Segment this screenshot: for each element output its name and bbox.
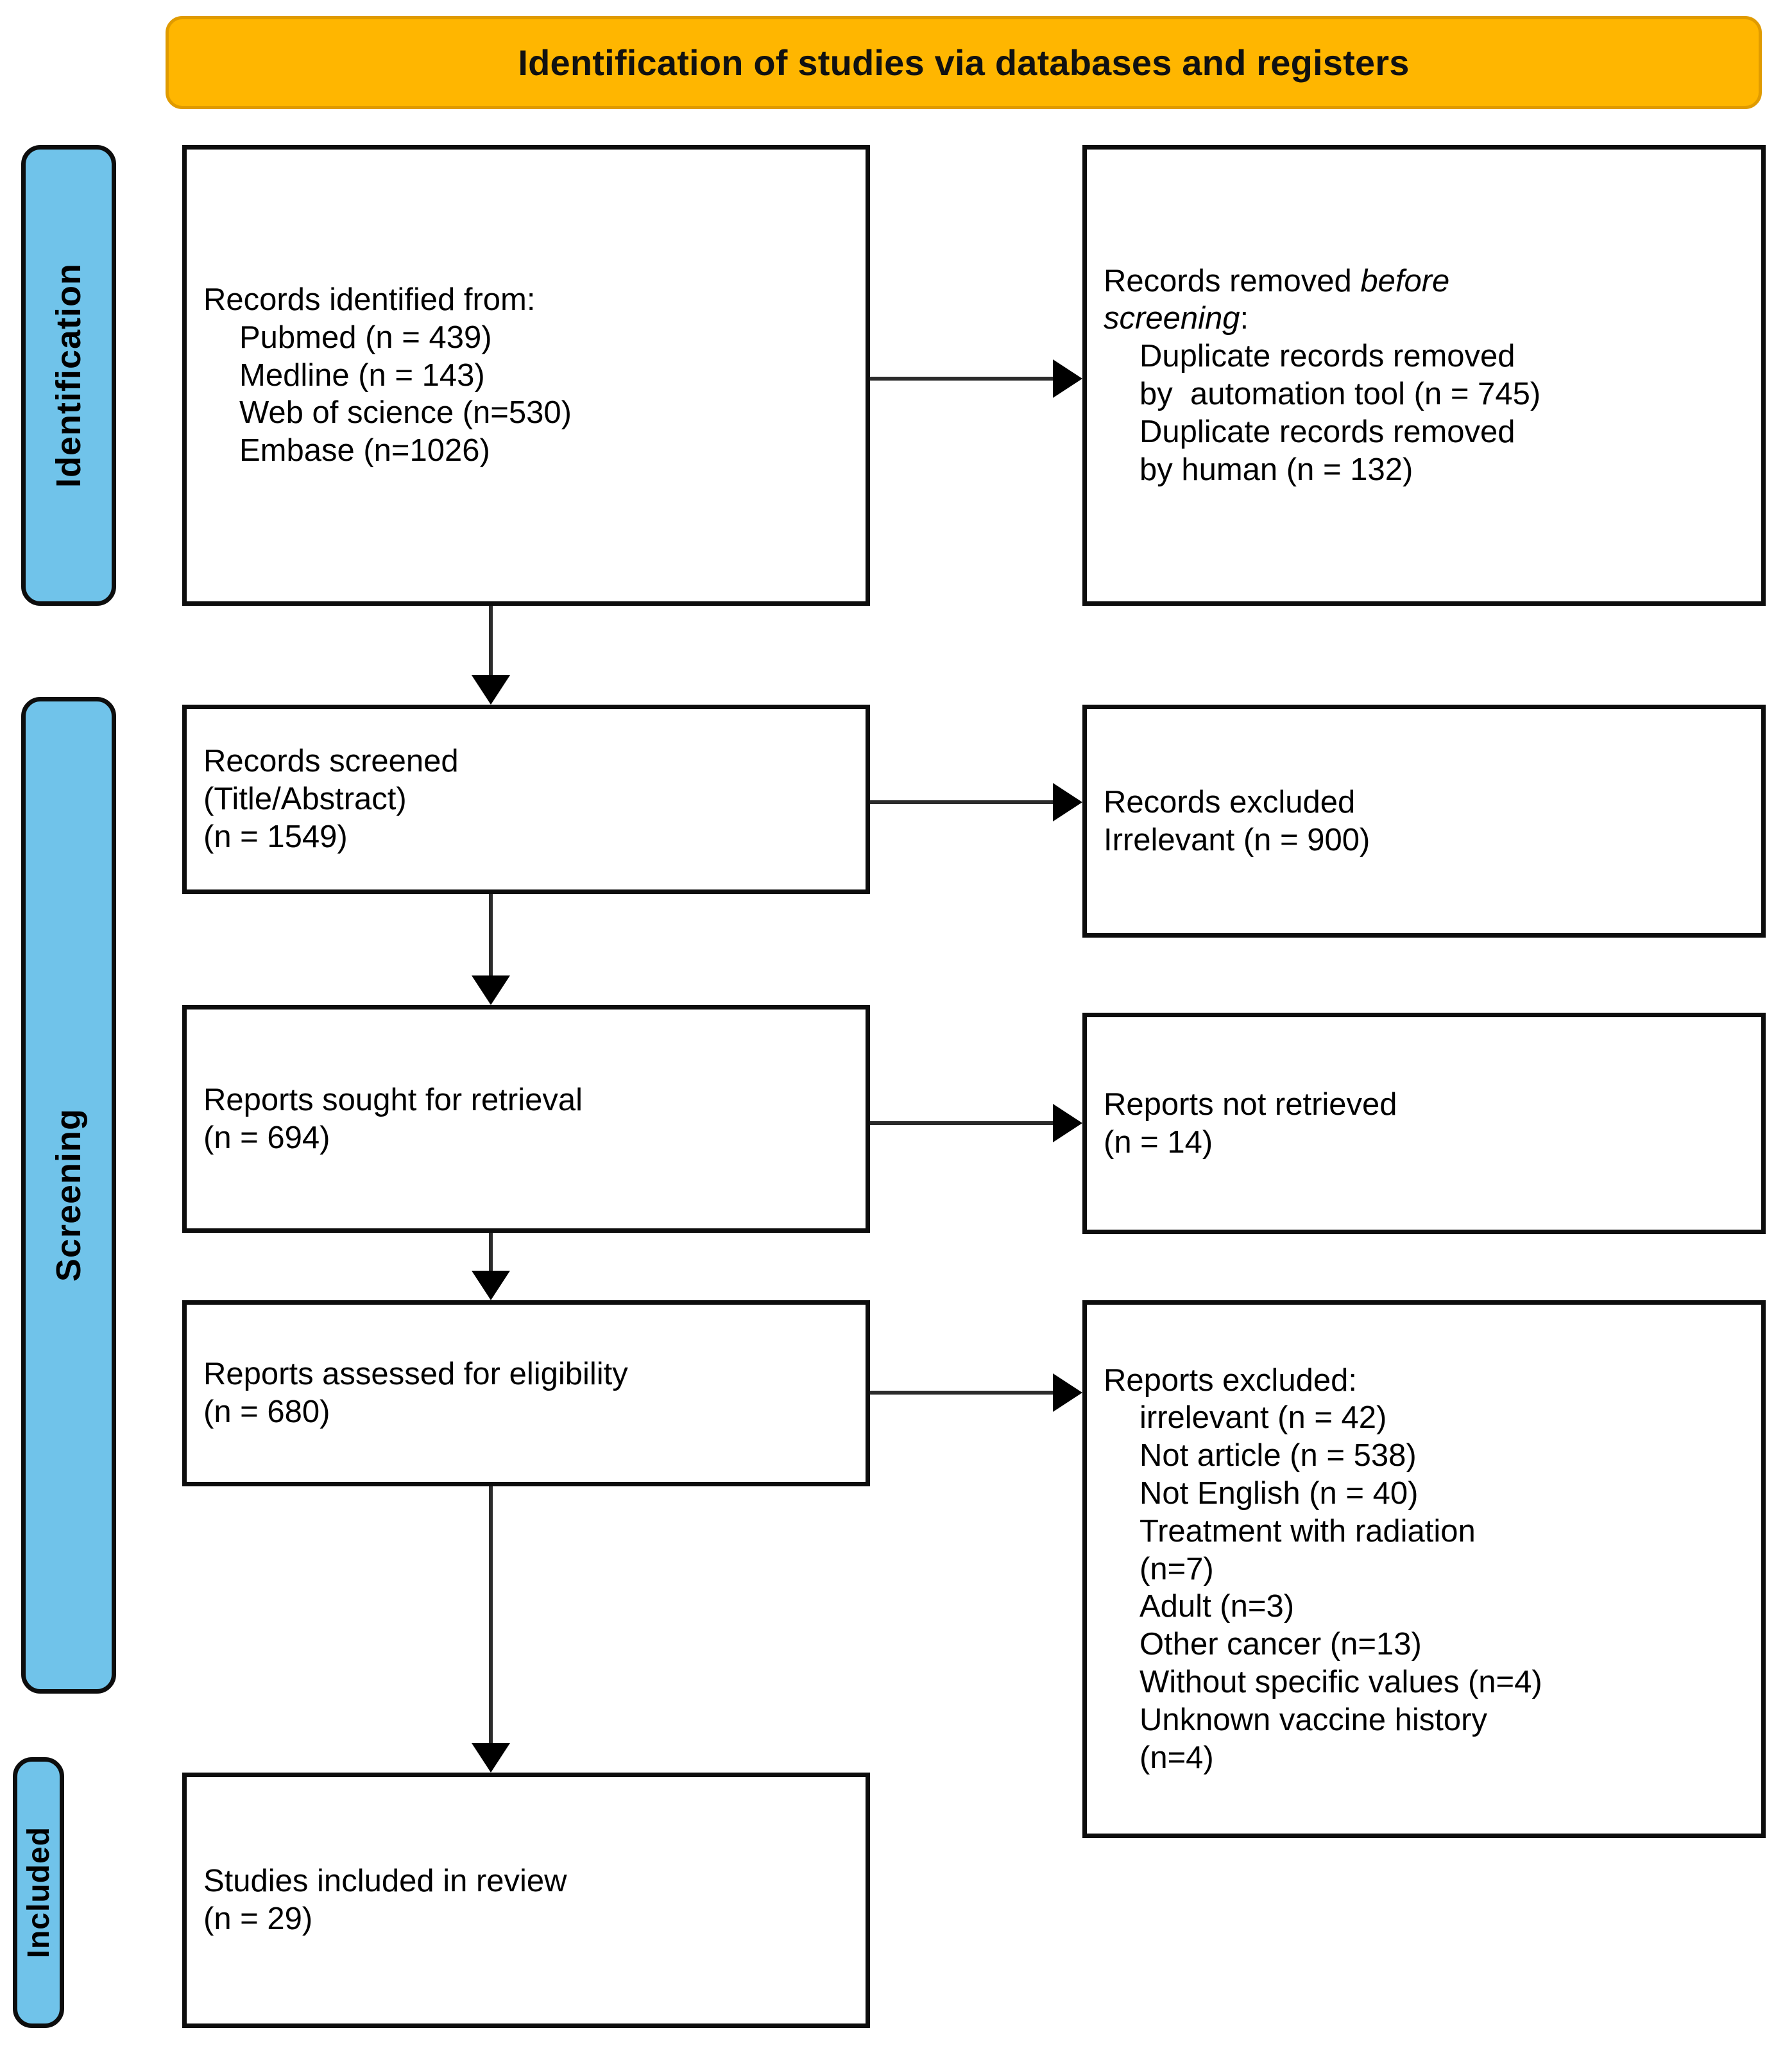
reports-excluded-item: Treatment with radiation	[1139, 1513, 1476, 1549]
reports-excluded-item: irrelevant (n = 42)	[1139, 1400, 1387, 1436]
box-reports-sought-for-retrieval: Reports sought for retrieval (n = 694)	[182, 1005, 870, 1233]
arrow-head-down-icon	[472, 1271, 510, 1300]
arrow-down-identified-to-screened	[472, 606, 510, 705]
reports-excluded-item: Adult (n=3)	[1139, 1589, 1295, 1624]
box-records-excluded: Records excluded Irrelevant (n = 900)	[1082, 705, 1766, 938]
stage-label-screening: Screening	[49, 1108, 88, 1282]
arrow-shaft	[870, 1391, 1053, 1395]
arrow-shaft	[489, 606, 493, 675]
records-identified-item: Web of science (n=530)	[239, 395, 572, 431]
arrow-shaft	[489, 894, 493, 975]
arrow-head-down-icon	[472, 975, 510, 1005]
box-reports-assessed-for-eligibility: Reports assessed for eligibility (n = 68…	[182, 1300, 870, 1486]
records-removed-item: Duplicate records removed	[1139, 339, 1515, 374]
reports-sought-line: (n = 694)	[203, 1120, 330, 1155]
records-removed-heading-italic2: screening	[1104, 301, 1240, 336]
box-records-screened: Records screened (Title/Abstract) (n = 1…	[182, 705, 870, 894]
records-removed-item: by human (n = 132)	[1139, 452, 1413, 487]
records-screened-line: (n = 1549)	[203, 819, 348, 854]
arrow-head-right-icon	[1053, 783, 1082, 821]
arrow-right-assessed-to-excluded	[870, 1373, 1082, 1412]
arrow-head-right-icon	[1053, 1104, 1082, 1142]
arrow-right-screened-to-excluded	[870, 783, 1082, 821]
arrow-down-screened-to-sought	[472, 894, 510, 1005]
arrow-down-assessed-to-included	[472, 1486, 510, 1773]
records-identified-item: Pubmed (n = 439)	[239, 320, 492, 355]
records-removed-heading-italic: before	[1360, 263, 1450, 298]
studies-included-line: Studies included in review	[203, 1864, 567, 1899]
box-records-identified: Records identified from: Pubmed (n = 439…	[182, 145, 870, 606]
records-removed-item: by automation tool (n = 745)	[1139, 377, 1541, 411]
arrow-shaft	[870, 1121, 1053, 1125]
reports-not-retrieved-line: Reports not retrieved	[1104, 1087, 1397, 1122]
reports-assessed-line: Reports assessed for eligibility	[203, 1357, 628, 1392]
stage-bar-identification: Identification	[21, 145, 116, 606]
reports-excluded-item: Without specific values (n=4)	[1139, 1664, 1542, 1699]
arrow-head-down-icon	[472, 675, 510, 705]
records-removed-heading-line1: Records removed before	[1104, 262, 1745, 300]
arrow-right-identified-to-removed	[870, 359, 1082, 398]
reports-excluded-item: (n=4)	[1139, 1740, 1214, 1775]
records-screened-line: Records screened	[203, 744, 459, 779]
records-removed-item: Duplicate records removed	[1139, 414, 1515, 449]
arrow-head-down-icon	[472, 1743, 510, 1773]
records-excluded-line: Records excluded	[1104, 784, 1356, 820]
records-removed-heading-line2: screening:	[1104, 300, 1745, 338]
arrow-shaft	[489, 1233, 493, 1271]
records-excluded-line: Irrelevant (n = 900)	[1104, 822, 1370, 857]
records-identified-item: Medline (n = 143)	[239, 357, 485, 393]
studies-included-line: (n = 29)	[203, 1902, 313, 1936]
reports-excluded-item: Not English (n = 40)	[1139, 1476, 1419, 1511]
reports-excluded-item: Not article (n = 538)	[1139, 1438, 1417, 1473]
records-removed-heading-plain: Records removed	[1104, 263, 1361, 298]
box-records-removed-before-screening: Records removed before screening: Duplic…	[1082, 145, 1766, 606]
arrow-head-right-icon	[1053, 1373, 1082, 1412]
stage-label-identification: Identification	[49, 263, 88, 488]
arrow-shaft	[489, 1486, 493, 1743]
reports-assessed-line: (n = 680)	[203, 1395, 330, 1429]
arrow-head-right-icon	[1053, 359, 1082, 398]
stage-bar-included: Included	[13, 1757, 64, 2028]
records-removed-heading-colon: :	[1240, 301, 1249, 336]
arrow-down-sought-to-assessed	[472, 1233, 510, 1300]
arrow-right-sought-to-not-retrieved	[870, 1104, 1082, 1142]
stage-bar-screening: Screening	[21, 697, 116, 1694]
arrow-shaft	[870, 377, 1053, 381]
box-reports-excluded: Reports excluded: irrelevant (n = 42) No…	[1082, 1300, 1766, 1838]
reports-excluded-item: Unknown vaccine history	[1139, 1702, 1487, 1737]
diagram-header-banner: Identification of studies via databases …	[166, 16, 1762, 109]
box-studies-included-in-review: Studies included in review (n = 29)	[182, 1773, 870, 2028]
box-reports-not-retrieved: Reports not retrieved (n = 14)	[1082, 1013, 1766, 1234]
diagram-title: Identification of studies via databases …	[518, 42, 1410, 83]
records-identified-item: Embase (n=1026)	[239, 433, 490, 468]
reports-excluded-heading: Reports excluded:	[1104, 1362, 1357, 1398]
records-screened-line: (Title/Abstract)	[203, 782, 407, 817]
arrow-shaft	[870, 800, 1053, 804]
reports-not-retrieved-line: (n = 14)	[1104, 1124, 1213, 1160]
reports-excluded-item: Other cancer (n=13)	[1139, 1627, 1422, 1662]
reports-sought-line: Reports sought for retrieval	[203, 1082, 583, 1117]
records-identified-heading: Records identified from:	[203, 282, 536, 317]
reports-excluded-item: (n=7)	[1139, 1551, 1214, 1586]
stage-label-included: Included	[21, 1826, 56, 1959]
